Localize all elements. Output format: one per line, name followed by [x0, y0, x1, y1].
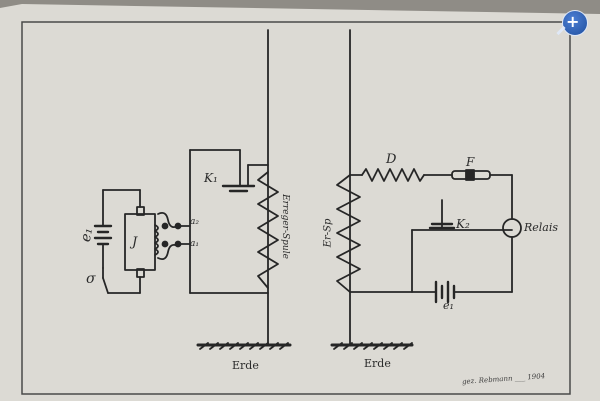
switch-sigma-symbol	[102, 267, 141, 294]
contact-a1-label: a₁	[190, 239, 199, 249]
battery-right-symbol	[434, 280, 456, 304]
battery-left-label: e₁	[77, 226, 97, 244]
battery-left-symbol	[93, 189, 141, 269]
condenser-k1-symbol	[189, 149, 269, 294]
condenser-k2-symbol	[411, 199, 513, 293]
ground-left-label: Erde	[232, 359, 259, 372]
relay-label: Relais	[524, 221, 559, 234]
ground-right-label: Erde	[364, 357, 391, 370]
page-border	[21, 21, 571, 395]
contacts-a1-a2	[157, 211, 191, 261]
zoom-in-button[interactable]: +	[562, 10, 588, 36]
ground-right-symbol	[330, 342, 414, 350]
coil-box-label: J	[132, 235, 138, 250]
exciter-coil-zigzag	[257, 171, 279, 289]
condenser-k1-label: K₁	[204, 171, 218, 185]
receiver-coil-zigzag	[336, 174, 361, 293]
resistor-d-zigzag	[361, 168, 425, 182]
switch-sigma-label: σ	[86, 271, 96, 287]
exciter-coil-label: Erreger-Spule	[279, 194, 290, 259]
resistor-d-label: D	[386, 152, 397, 167]
battery-right-label: e₁	[443, 299, 454, 312]
condenser-k2-label: K₂	[456, 217, 470, 231]
receiver-coil-label: Er-Sp	[322, 218, 334, 248]
contact-a2-label: a₂	[190, 217, 199, 227]
paper-sheet	[0, 4, 600, 401]
coherer-f-label: F	[466, 155, 475, 169]
zoom-plus-icon: +	[566, 12, 580, 31]
ground-left-symbol	[196, 342, 292, 350]
